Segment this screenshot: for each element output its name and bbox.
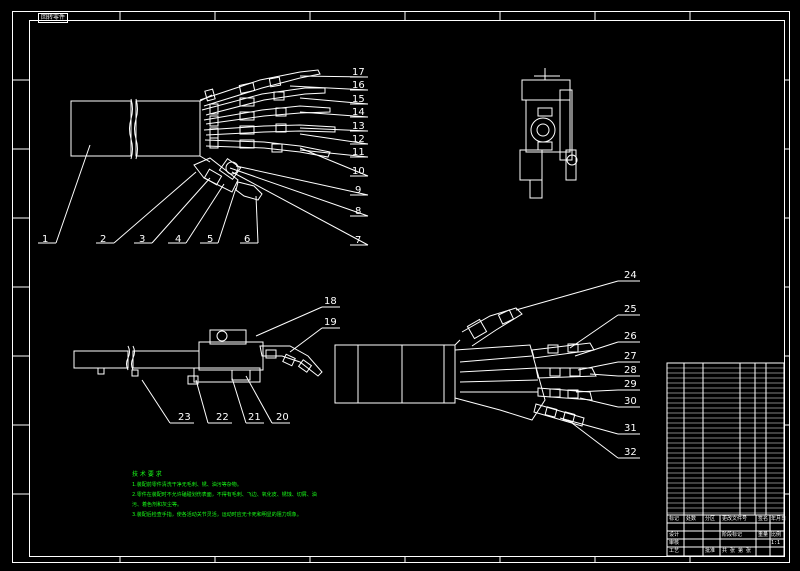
balloon-29: 29 <box>624 379 637 390</box>
balloon-32: 32 <box>624 447 637 458</box>
balloon-24: 24 <box>624 270 637 281</box>
leaders-side <box>141 306 340 424</box>
leaders-bottom <box>515 280 640 459</box>
balloon-8: 8 <box>355 206 362 217</box>
balloon-22: 22 <box>216 412 229 423</box>
balloon-14: 14 <box>352 107 365 118</box>
balloon-6: 6 <box>244 234 251 245</box>
title-block-label: 比例 <box>771 532 782 538</box>
balloon-26: 26 <box>624 331 637 342</box>
balloon-11: 11 <box>352 147 365 158</box>
balloon-15: 15 <box>352 94 365 105</box>
balloon-17: 17 <box>352 67 365 78</box>
balloon-13: 13 <box>352 121 365 132</box>
balloon-2: 2 <box>100 234 107 245</box>
balloon-7: 7 <box>355 235 362 246</box>
technical-requirement-line: 2.零件在装配时不允许磕碰划伤表面，不得有毛刺、飞边、氧化皮、锈蚀、切屑、油 <box>132 492 317 498</box>
title-block-label: 标记 <box>669 516 680 522</box>
palm-view <box>334 307 597 427</box>
balloon-12: 12 <box>352 134 365 145</box>
title-stamp: 回转零件 <box>38 13 68 23</box>
title-block-label: 年月日 <box>771 516 787 522</box>
title-block-label: 设计 <box>669 532 680 538</box>
balloon-21: 21 <box>248 412 261 423</box>
title-block-label: 处数 <box>686 516 697 522</box>
balloon-25: 25 <box>624 304 637 315</box>
balloon-28: 28 <box>624 365 637 376</box>
balloon-23: 23 <box>178 412 191 423</box>
balloon-18: 18 <box>324 296 337 307</box>
title-block-label: 审核 <box>669 540 680 546</box>
parts-list-table <box>666 362 785 516</box>
balloon-20: 20 <box>276 412 289 423</box>
side-view-hand <box>73 329 323 385</box>
balloon-4: 4 <box>175 234 182 245</box>
technical-requirement-line: 3.装配后检查手指，使各活动关节灵活，运动时应无卡死和明显的阻力现象。 <box>132 512 302 518</box>
title-block <box>666 514 785 557</box>
technical-requirement-line: 1.装配前零件清洗干净无毛刺、锈、油污等杂物。 <box>132 482 242 488</box>
balloon-3: 3 <box>139 234 146 245</box>
leaders-top <box>38 75 369 246</box>
title-block-label: 重量 <box>758 532 769 538</box>
balloon-5: 5 <box>207 234 214 245</box>
top-view-hand <box>70 69 336 201</box>
end-view <box>519 68 578 199</box>
zone-ticks <box>13 79 789 495</box>
balloon-27: 27 <box>624 351 637 362</box>
balloon-1: 1 <box>42 234 49 245</box>
parts-list-rows <box>667 367 784 514</box>
title-block-label: 更改文件号 <box>722 516 748 522</box>
balloon-9: 9 <box>355 185 362 196</box>
title-block-sheet: 共 张 第 张 <box>722 548 752 554</box>
technical-requirements-heading: 技 术 要 求 <box>132 471 162 478</box>
balloon-10: 10 <box>352 166 365 177</box>
technical-requirement-line: 污、着色剂和灰尘等。 <box>132 502 183 508</box>
technical-requirements: 技 术 要 求 1.装配前零件清洗干净无毛刺、锈、油污等杂物。 2.零件在装配时… <box>132 470 317 520</box>
title-block-scale: 1:1 <box>771 540 781 546</box>
title-block-label: 分区 <box>705 516 716 522</box>
thumb-top <box>193 157 263 201</box>
balloon-31: 31 <box>624 423 637 434</box>
sheet-inner-frame <box>29 20 785 557</box>
title-block-label: 工艺 <box>669 548 680 554</box>
title-block-label: 批准 <box>705 548 716 554</box>
balloon-16: 16 <box>352 80 365 91</box>
balloon-19: 19 <box>324 317 337 328</box>
title-block-label: 阶段标记 <box>722 532 743 538</box>
zone-ticks-horizontal <box>119 12 691 562</box>
title-block-label: 签名 <box>758 516 769 522</box>
balloon-30: 30 <box>624 396 637 407</box>
sheet-outer-border <box>12 11 790 563</box>
